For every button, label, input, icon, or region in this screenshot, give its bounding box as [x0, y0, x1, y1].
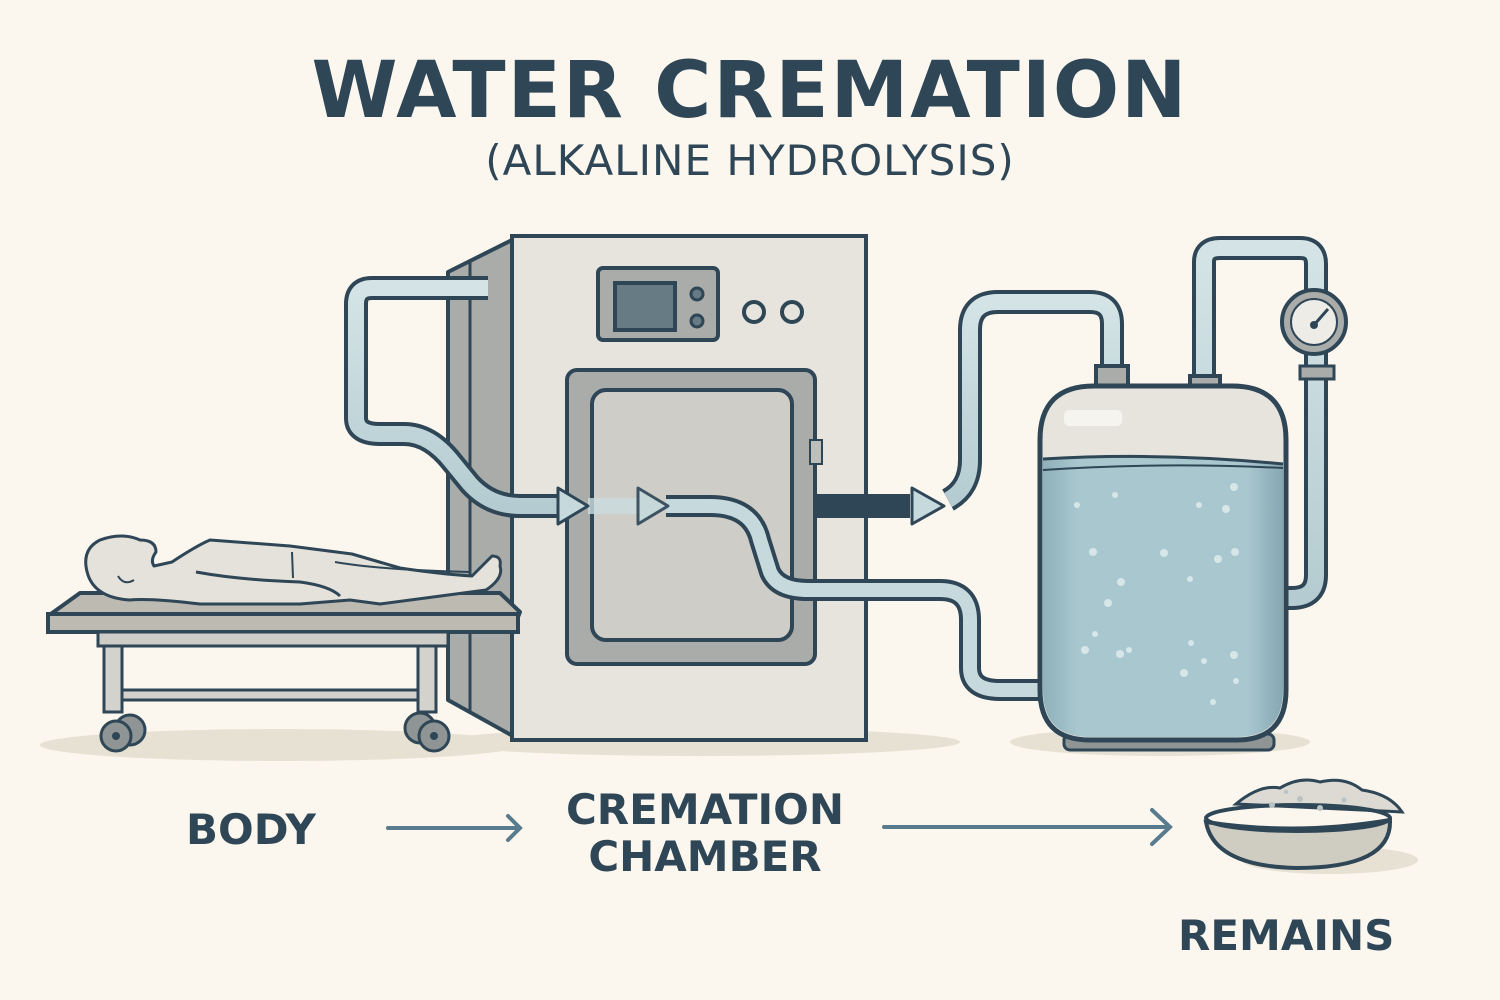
arrow-right-icon	[556, 486, 590, 526]
arrow-right-icon	[910, 486, 946, 526]
page-title: WATER CREMATION	[311, 46, 1189, 136]
step-label-line: CREMATION	[565, 785, 845, 834]
page-subtitle: (ALKALINE HYDROLYSIS)	[485, 136, 1015, 185]
circulation-pipes	[344, 236, 1328, 701]
display-screen	[613, 281, 677, 332]
knob-icon	[689, 313, 705, 329]
bubbles	[1074, 483, 1239, 705]
indicator-light-icon	[742, 300, 766, 324]
pressure-gauge-icon	[1280, 288, 1348, 381]
hydrolysis-chamber	[446, 234, 868, 742]
control-panel	[596, 266, 720, 342]
process-flow-arrows	[386, 808, 1173, 846]
step-label-line: CHAMBER	[588, 832, 822, 882]
gurney	[46, 591, 522, 753]
step-label-remains: REMAINS	[1178, 911, 1395, 960]
arrow-right-icon	[636, 486, 670, 526]
arrow-chamber-to-remains	[882, 808, 1173, 846]
gurney-shadow	[40, 729, 520, 761]
solution-tank	[1037, 364, 1289, 752]
alkaline-solution	[1043, 456, 1283, 737]
step-label-body: BODY	[186, 805, 316, 854]
knob-icon	[689, 286, 705, 302]
arrow-body-to-chamber	[386, 814, 523, 842]
body-on-gurney	[46, 534, 522, 753]
indicator-light-icon	[780, 300, 804, 324]
remains-bowl-icon	[1203, 778, 1418, 874]
step-label-cremation-chamber: CREMATION CHAMBER	[540, 786, 870, 880]
body-figure	[84, 534, 503, 606]
